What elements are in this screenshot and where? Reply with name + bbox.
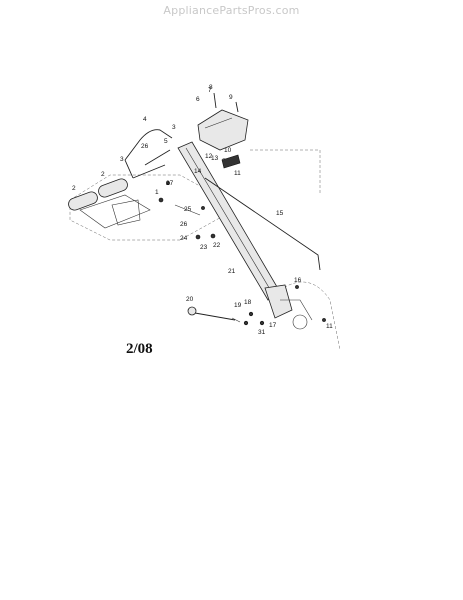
callout-2: 2	[72, 185, 76, 192]
control-cable	[204, 177, 321, 271]
callout-20: 20	[186, 296, 194, 303]
callout-14: 14	[194, 168, 202, 175]
control-head	[197, 109, 249, 169]
foot-pad-left	[68, 191, 98, 211]
callout-19: 19	[234, 302, 242, 309]
date-code: 2/08	[126, 341, 153, 357]
callout-6: 6	[196, 96, 200, 103]
callout-10: 10	[224, 147, 232, 154]
callout-4: 4	[143, 116, 147, 123]
callout-26: 26	[141, 143, 149, 150]
callout-31: 31	[258, 329, 266, 336]
callout-3: 3	[172, 124, 176, 131]
callout-7: 7	[208, 87, 212, 94]
callout-18: 18	[244, 299, 252, 306]
foot-pad-right	[98, 178, 128, 198]
callout-24: 24	[180, 235, 188, 242]
callout-1: 1	[155, 189, 159, 196]
bolt-9	[235, 101, 239, 113]
lower-bracket	[264, 284, 313, 330]
callout-27: 27	[166, 180, 174, 187]
bolt-8	[213, 92, 217, 109]
callout-21: 21	[228, 268, 236, 275]
deck-plate	[79, 194, 151, 229]
callout-11: 11	[326, 323, 333, 330]
callout-9: 9	[229, 94, 233, 101]
callout-13: 13	[211, 155, 219, 162]
callout-12: 12	[205, 153, 213, 160]
callout-22: 22	[213, 242, 221, 249]
spring-13	[221, 158, 235, 161]
callout-15: 15	[276, 210, 284, 217]
callout-16: 16	[294, 277, 302, 284]
callout-3: 3	[120, 156, 124, 163]
callout-26: 26	[180, 221, 188, 228]
callout-23: 23	[200, 244, 208, 251]
frame-outline	[69, 149, 341, 351]
handle-loop	[124, 129, 173, 179]
callout-2: 2	[101, 171, 105, 178]
watermark: AppliancePartsPros.com	[163, 4, 300, 17]
callout-5: 5	[164, 138, 168, 145]
callout-25: 25	[184, 206, 192, 213]
callout-labels: 2233456789101112131415161718192021222324…	[72, 84, 333, 336]
callout-11: 11	[234, 170, 241, 177]
callout-17: 17	[269, 322, 277, 329]
shift-rod	[187, 306, 241, 323]
hardware-cluster	[158, 181, 326, 326]
callout-8: 8	[209, 84, 213, 91]
